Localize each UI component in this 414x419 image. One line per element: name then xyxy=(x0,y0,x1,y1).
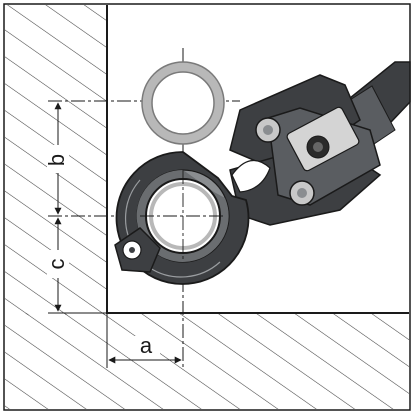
dimension-a-label: a xyxy=(140,333,153,358)
dimension-b-label: b xyxy=(44,154,69,166)
dimension-c-label: c xyxy=(44,259,69,270)
floor-hatched xyxy=(5,313,409,409)
link-slot xyxy=(231,159,271,193)
upper-pipe-ring xyxy=(141,61,225,145)
